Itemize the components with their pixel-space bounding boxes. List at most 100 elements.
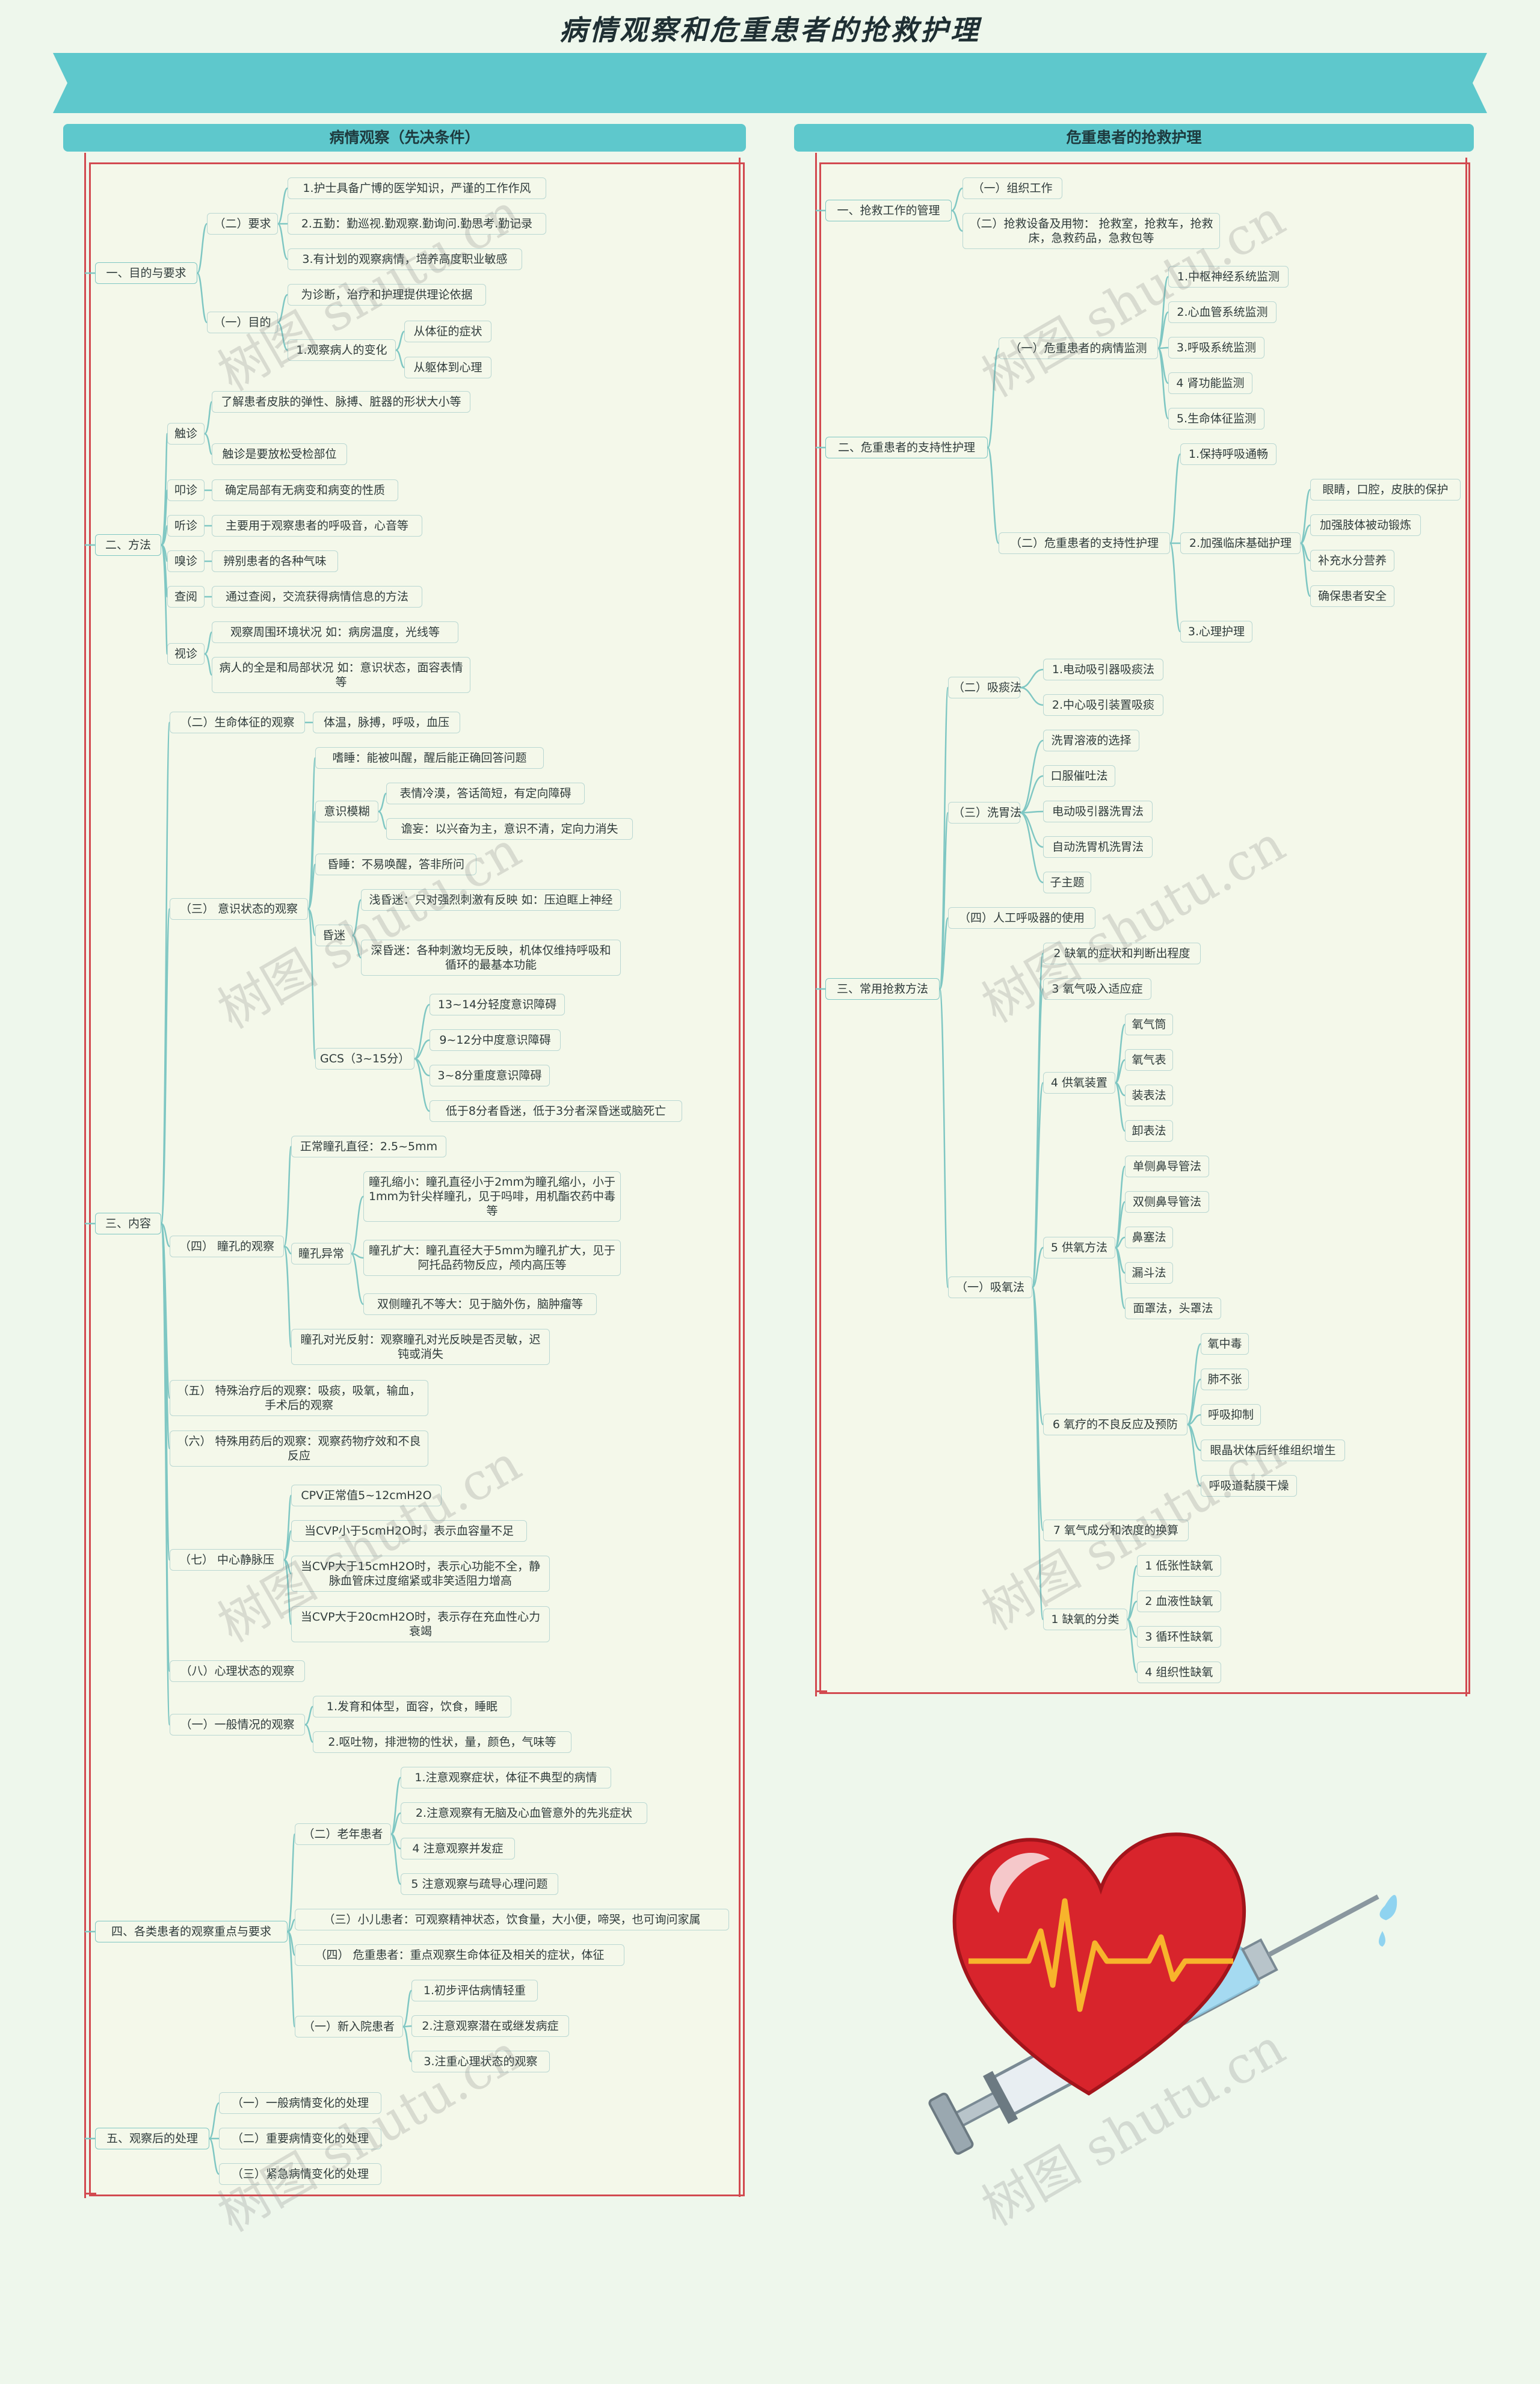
leaf-pupil-abnormal[interactable]: 瞳孔异常: [291, 1243, 351, 1264]
leaf-airway[interactable]: 1.保持呼吸通畅: [1180, 443, 1277, 465]
leaf-gcs-severe[interactable]: 3~8分重度意识障碍: [430, 1065, 550, 1086]
leaf-pupil-reflex[interactable]: 瞳孔对光反射：观察瞳孔对光反映是否灵敏，迟钝或消失: [291, 1329, 550, 1365]
leaf-single-cannula[interactable]: 单侧鼻导管法: [1125, 1156, 1209, 1177]
leaf-cvp-high[interactable]: 当CVP大于15cmH2O时，表示心功能不全，静脉血管床过度缩紧或非笑适阻力增高: [291, 1556, 550, 1592]
leaf-elderly-4[interactable]: 4 注意观察并发症: [401, 1838, 515, 1859]
subtopic-gastric-lavage[interactable]: （三）洗胃法: [948, 802, 1020, 824]
leaf-observe-changes[interactable]: 1.观察病人的变化: [288, 339, 396, 361]
leaf-atelectasis[interactable]: 肺不张: [1201, 1369, 1249, 1390]
subtopic-special-treatment[interactable]: （五） 特殊治疗后的观察：吸痰，吸氧，输血，手术后的观察: [170, 1380, 428, 1416]
leaf-organization[interactable]: （一）组织工作: [962, 177, 1062, 199]
leaf-retrolental[interactable]: 眼晶状体后纤维组织增生: [1201, 1440, 1345, 1461]
leaf-admission-1[interactable]: 1.初步评估病情轻重: [411, 1980, 538, 2001]
subtopic-elderly[interactable]: （二）老年患者: [295, 1823, 391, 1845]
leaf-palpation-relax[interactable]: 触诊是要放松受检部位: [212, 443, 347, 465]
leaf-gcs[interactable]: GCS（3~15分）: [315, 1048, 414, 1070]
method-olfaction[interactable]: 嗅诊: [167, 550, 205, 572]
leaf-consult[interactable]: 通过查阅，交流获得病情信息的方法: [212, 586, 422, 608]
leaf-hemic-hypoxia[interactable]: 2 血液性缺氧: [1137, 1591, 1221, 1612]
leaf-mask-hood[interactable]: 面罩法，头罩法: [1125, 1298, 1221, 1319]
method-inspection[interactable]: 视诊: [167, 643, 205, 665]
method-palpation[interactable]: 触诊: [167, 423, 205, 445]
leaf-psych-care[interactable]: 3.心理护理: [1180, 621, 1252, 642]
leaf-handle-urgent[interactable]: （三）紧急病情变化的处理: [219, 2163, 381, 2185]
leaf-signs-symptoms[interactable]: 从体征的症状: [404, 321, 491, 342]
leaf-vital-monitor[interactable]: 5.生命体征监测: [1168, 408, 1264, 430]
leaf-cvp-low[interactable]: 当CVP小于5cmH2O时，表示血容量不足: [291, 1520, 527, 1542]
leaf-purpose-basis[interactable]: 为诊断，治疗和护理提供理论依据: [288, 284, 486, 306]
leaf-handle-important[interactable]: （二）重要病情变化的处理: [219, 2128, 381, 2149]
method-percussion[interactable]: 叩诊: [167, 479, 205, 501]
leaf-funnel[interactable]: 漏斗法: [1125, 1262, 1173, 1284]
subtopic-consciousness[interactable]: （三） 意识状态的观察: [170, 898, 308, 920]
topic-after-observation[interactable]: 五、观察后的处理: [95, 2128, 209, 2149]
leaf-subtopic[interactable]: 子主题: [1043, 872, 1091, 893]
leaf-renal-monitor[interactable]: 4 肾功能监测: [1168, 372, 1252, 394]
method-auscultation[interactable]: 听诊: [167, 515, 205, 537]
leaf-gcs-coma[interactable]: 低于8分者昏迷，低于3分者深昏迷或脑死亡: [430, 1100, 682, 1122]
leaf-gcs-moderate[interactable]: 9~12分中度意识障碍: [430, 1029, 561, 1051]
subtopic-psychology[interactable]: （八）心理状态的观察: [170, 1660, 305, 1682]
leaf-admission-2[interactable]: 2.注意观察潜在或继发病症: [411, 2015, 569, 2037]
leaf-handle-general[interactable]: （一）一般病情变化的处理: [219, 2092, 381, 2114]
subtopic-support-nursing[interactable]: （二）危重患者的支持性护理: [999, 532, 1170, 554]
leaf-vital-signs[interactable]: 体温，脉搏，呼吸，血压: [313, 712, 460, 733]
leaf-nasal-plug[interactable]: 鼻塞法: [1125, 1227, 1173, 1248]
leaf-install-meter[interactable]: 装表法: [1125, 1085, 1173, 1106]
subtopic-general[interactable]: （一）一般情况的观察: [170, 1714, 305, 1736]
leaf-auscultation[interactable]: 主要用于观察患者的呼吸音，心音等: [212, 515, 422, 537]
leaf-electric-suction[interactable]: 1.电动吸引器吸痰法: [1043, 659, 1163, 680]
leaf-oxygen-meter[interactable]: 氧气表: [1125, 1049, 1173, 1071]
leaf-cvp-very-high[interactable]: 当CVP大于20cmH2O时，表示存在充血性心力衰竭: [291, 1606, 550, 1642]
leaf-oxygen-device[interactable]: 4 供氧装置: [1043, 1072, 1115, 1094]
leaf-percussion[interactable]: 确定局部有无病变和病变的性质: [212, 479, 398, 501]
subtopic-purpose[interactable]: （一）目的: [207, 312, 278, 333]
leaf-hypotonic-hypoxia[interactable]: 1 低张性缺氧: [1137, 1555, 1221, 1577]
subtopic-oxygen[interactable]: （一）吸氧法: [948, 1277, 1032, 1298]
leaf-deep-coma[interactable]: 深昏迷：各种刺激均无反映，机体仅维持呼吸和循环的最基本功能: [361, 940, 621, 976]
leaf-light-coma[interactable]: 浅昏迷：只对强烈刺激有反映 如：压迫眶上神经: [361, 889, 621, 911]
leaf-requirement-3[interactable]: 3.有计划的观察病情，培养高度职业敏感: [288, 248, 522, 270]
leaf-oral-emetic[interactable]: 口服催吐法: [1043, 765, 1115, 787]
topic-rescue-management[interactable]: 一、抢救工作的管理: [825, 200, 952, 221]
leaf-cardio-monitor[interactable]: 2.心血管系统监测: [1168, 301, 1277, 323]
leaf-oxygen-toxicity[interactable]: 氧中毒: [1201, 1333, 1249, 1355]
leaf-cvp-normal[interactable]: CPV正常值5~12cmH2O: [291, 1485, 442, 1506]
leaf-hypoxia-degree[interactable]: 2 缺氧的症状和判断出程度: [1043, 943, 1201, 964]
leaf-delirium[interactable]: 谵妄：以兴奋为主，意识不清，定向力消失: [386, 818, 633, 840]
leaf-pupil-unequal[interactable]: 双侧瞳孔不等大：见于脑外伤，脑肿瘤等: [363, 1293, 597, 1315]
leaf-somnolence[interactable]: 嗜睡：能被叫醒，醒后能正确回答问题: [315, 747, 544, 769]
leaf-hydration[interactable]: 补充水分营养: [1310, 550, 1394, 571]
leaf-eye-mouth-skin[interactable]: 眼睛，口腔，皮肤的保护: [1310, 479, 1461, 501]
leaf-circulatory-hypoxia[interactable]: 3 循环性缺氧: [1137, 1626, 1221, 1648]
leaf-elderly-5[interactable]: 5 注意观察与疏导心理问题: [401, 1873, 558, 1895]
leaf-pupil-constricted[interactable]: 瞳孔缩小：瞳孔直径小于2mm为瞳孔缩小，小于1mm为针尖样瞳孔，见于吗啡，用机酯…: [363, 1171, 621, 1222]
leaf-admission-3[interactable]: 3.注重心理状态的观察: [411, 2051, 550, 2072]
leaf-palpation-purpose[interactable]: 了解患者皮肤的弹性、脉搏、脏器的形状大小等: [212, 391, 470, 413]
subtopic-critical[interactable]: （四） 危重患者：重点观察生命体征及相关的症状，体征: [295, 1944, 624, 1966]
leaf-general-2[interactable]: 2.呕吐物，排泄物的性状，量，颜色，气味等: [313, 1731, 571, 1753]
leaf-auto-lavage[interactable]: 自动洗胃机洗胃法: [1043, 836, 1153, 858]
leaf-safety[interactable]: 确保患者安全: [1310, 585, 1394, 607]
leaf-hypoxia-types[interactable]: 1 缺氧的分类: [1043, 1609, 1127, 1630]
topic-supportive-care[interactable]: 二、危重患者的支持性护理: [825, 437, 988, 458]
leaf-oxygen-adverse[interactable]: 6 氧疗的不良反应及预防: [1043, 1414, 1187, 1435]
subtopic-children[interactable]: （三）小儿患者：可观察精神状态，饮食量，大小便，啼哭，也可询问家属: [295, 1909, 729, 1930]
subtopic-pupils[interactable]: （四） 瞳孔的观察: [170, 1236, 284, 1257]
leaf-resp-monitor[interactable]: 3.呼吸系统监测: [1168, 337, 1264, 359]
leaf-general-1[interactable]: 1.发育和体型，面容，饮食，睡眠: [313, 1696, 511, 1717]
leaf-remove-meter[interactable]: 卸表法: [1125, 1120, 1173, 1142]
leaf-passive-exercise[interactable]: 加强肢体被动锻炼: [1310, 514, 1421, 536]
leaf-requirement-1[interactable]: 1.护士具备广博的医学知识，严谨的工作作风: [288, 177, 546, 199]
leaf-resp-depression[interactable]: 呼吸抑制: [1201, 1404, 1261, 1426]
leaf-central-suction[interactable]: 2.中心吸引装置吸痰: [1043, 694, 1163, 716]
subtopic-requirements[interactable]: （二）要求: [207, 213, 278, 235]
leaf-electric-lavage[interactable]: 电动吸引器洗胃法: [1043, 801, 1153, 822]
leaf-oxygen-methods[interactable]: 5 供氧方法: [1043, 1237, 1115, 1258]
leaf-elderly-1[interactable]: 1.注意观察症状，体征不典型的病情: [401, 1767, 611, 1788]
subtopic-ventilator[interactable]: （四）人工呼吸器的使用: [948, 907, 1095, 929]
leaf-basic-care[interactable]: 2.加强临床基础护理: [1180, 532, 1301, 554]
leaf-requirement-2[interactable]: 2.五勤：勤巡视.勤观察.勤询问.勤思考.勤记录: [288, 213, 546, 235]
leaf-stupor[interactable]: 昏睡：不易唤醒，答非所问: [315, 854, 476, 875]
leaf-cns-monitor[interactable]: 1.中枢神经系统监测: [1168, 266, 1289, 288]
